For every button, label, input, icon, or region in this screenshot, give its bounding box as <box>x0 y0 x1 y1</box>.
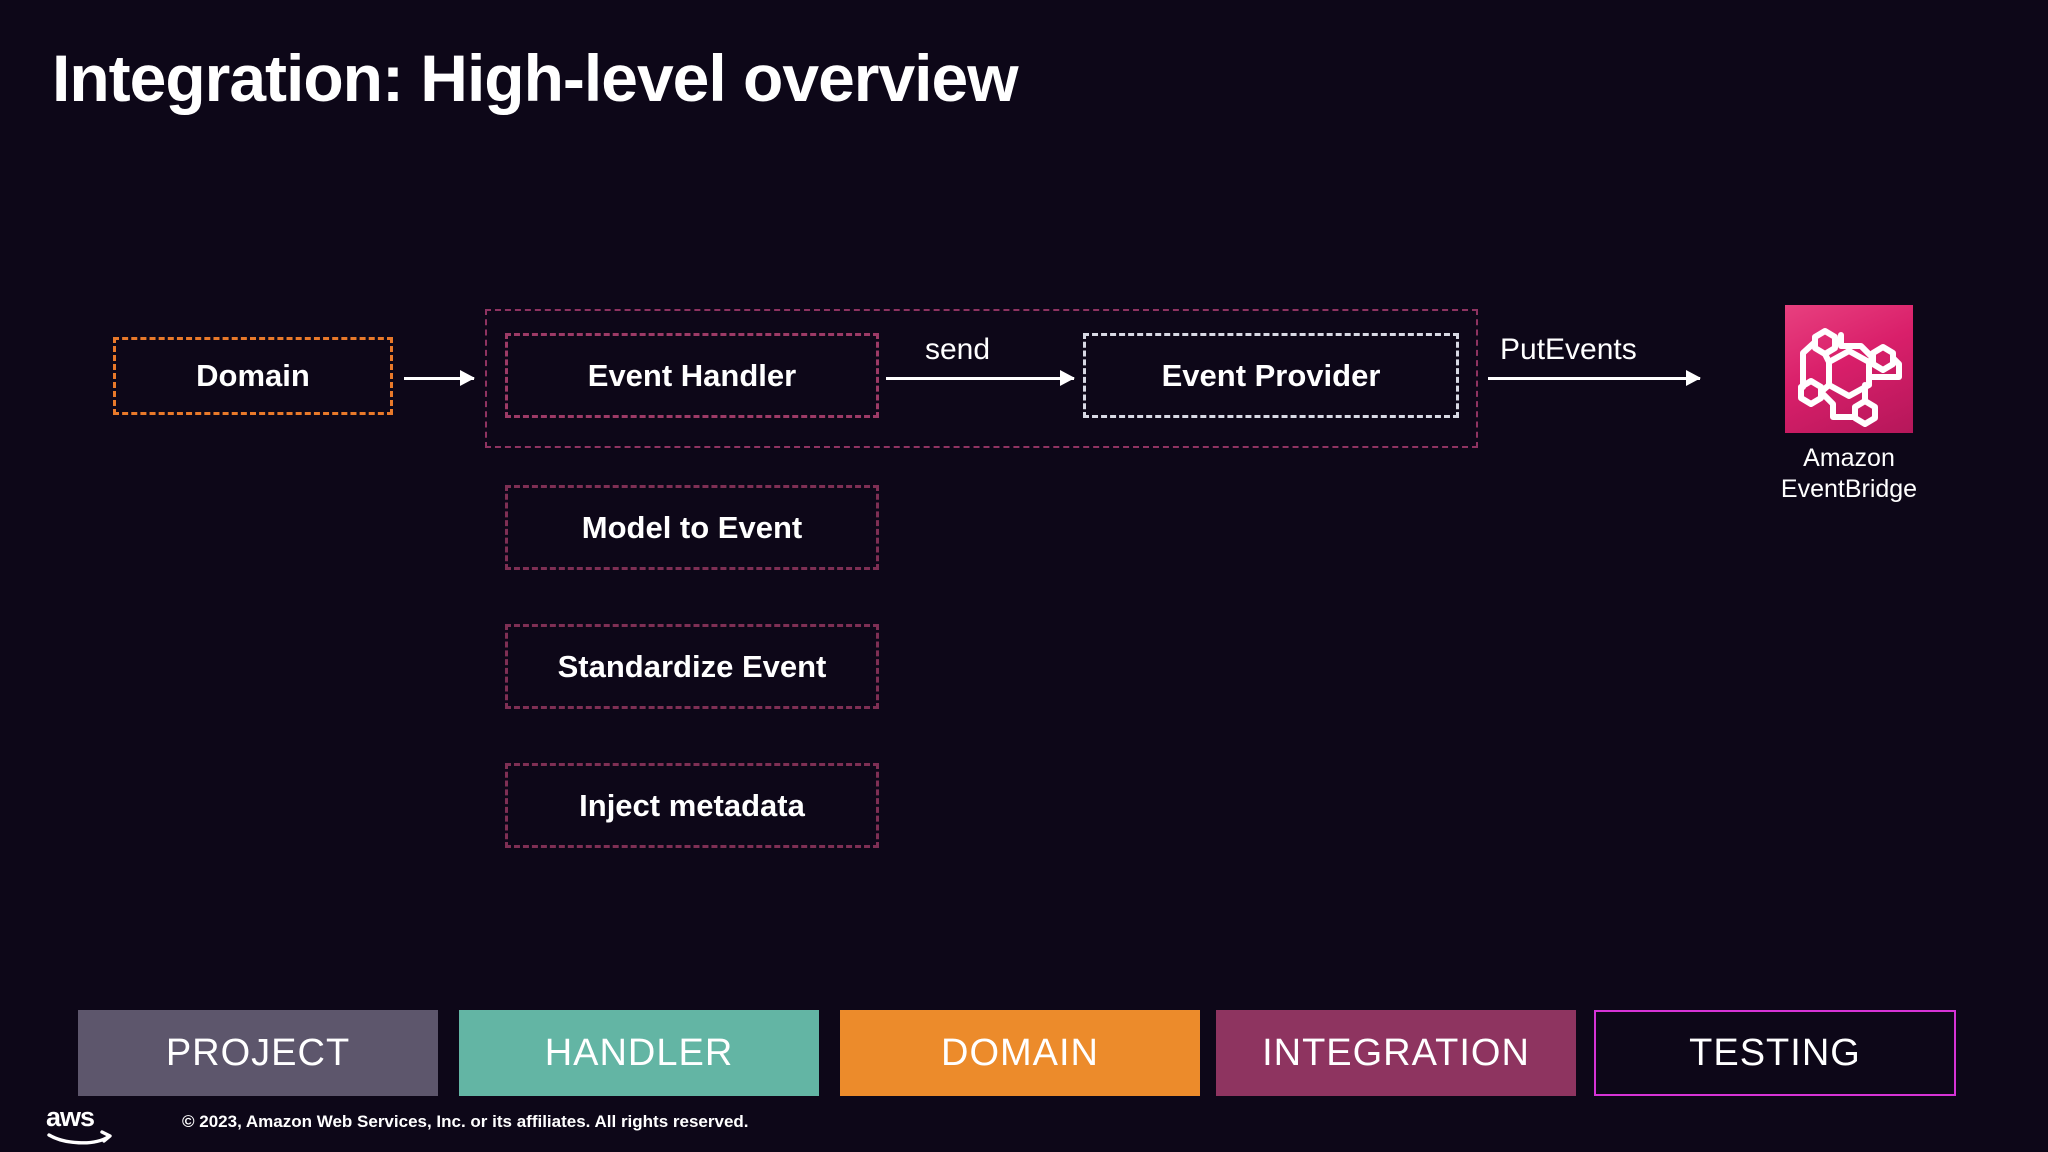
arrow-line <box>404 377 474 380</box>
service-caption-line2: EventBridge <box>1780 475 1918 504</box>
node-model-to-event-label: Model to Event <box>581 509 803 545</box>
arrow-label-send: send <box>925 333 991 366</box>
tab-integration[interactable]: INTEGRATION <box>1216 1010 1576 1096</box>
arrow-line <box>886 377 1074 380</box>
node-event-provider-label: Event Provider <box>1161 357 1381 393</box>
handler-boundary-container <box>485 309 1478 448</box>
tab-testing-label: TESTING <box>1689 1031 1861 1074</box>
service-amazon-eventbridge[interactable]: Amazon EventBridge <box>1724 305 1974 506</box>
tab-handler-label: HANDLER <box>544 1031 734 1074</box>
tab-domain[interactable]: DOMAIN <box>840 1010 1200 1096</box>
node-inject-metadata[interactable]: Inject metadata <box>505 763 879 848</box>
arrow-head-icon <box>1060 370 1075 386</box>
node-standardize-event[interactable]: Standardize Event <box>505 624 879 709</box>
service-caption: Amazon EventBridge <box>1724 443 1974 506</box>
tab-project[interactable]: PROJECT <box>78 1010 438 1096</box>
tab-domain-label: DOMAIN <box>941 1031 1099 1074</box>
slide-footer: aws © 2023, Amazon Web Services, Inc. or… <box>0 1098 2048 1152</box>
arrow-head-icon <box>460 370 475 386</box>
section-tab-bar: PROJECT HANDLER DOMAIN INTEGRATION TESTI… <box>0 1010 2048 1096</box>
arrow-head-icon <box>1686 370 1701 386</box>
node-inject-metadata-label: Inject metadata <box>579 787 805 823</box>
aws-logo: aws <box>46 1102 126 1146</box>
service-caption-line1: Amazon <box>1803 444 1895 472</box>
arrow-line <box>1488 377 1700 380</box>
tab-handler[interactable]: HANDLER <box>459 1010 819 1096</box>
tab-project-label: PROJECT <box>165 1031 351 1074</box>
node-domain-label: Domain <box>196 358 310 393</box>
amazon-eventbridge-icon <box>1785 305 1913 433</box>
arrow-label-putevents: PutEvents <box>1500 333 1637 366</box>
node-event-provider[interactable]: Event Provider <box>1083 333 1459 418</box>
node-model-to-event[interactable]: Model to Event <box>505 485 879 570</box>
svg-text:aws: aws <box>46 1102 94 1132</box>
node-standardize-event-label: Standardize Event <box>557 648 827 684</box>
node-event-handler-label: Event Handler <box>587 357 797 393</box>
node-event-handler[interactable]: Event Handler <box>505 333 879 418</box>
tab-testing[interactable]: TESTING <box>1594 1010 1956 1096</box>
node-domain[interactable]: Domain <box>113 337 393 415</box>
tab-integration-label: INTEGRATION <box>1262 1031 1530 1074</box>
copyright-text: © 2023, Amazon Web Services, Inc. or its… <box>182 1112 749 1131</box>
page-title: Integration: High-level overview <box>52 41 1019 115</box>
